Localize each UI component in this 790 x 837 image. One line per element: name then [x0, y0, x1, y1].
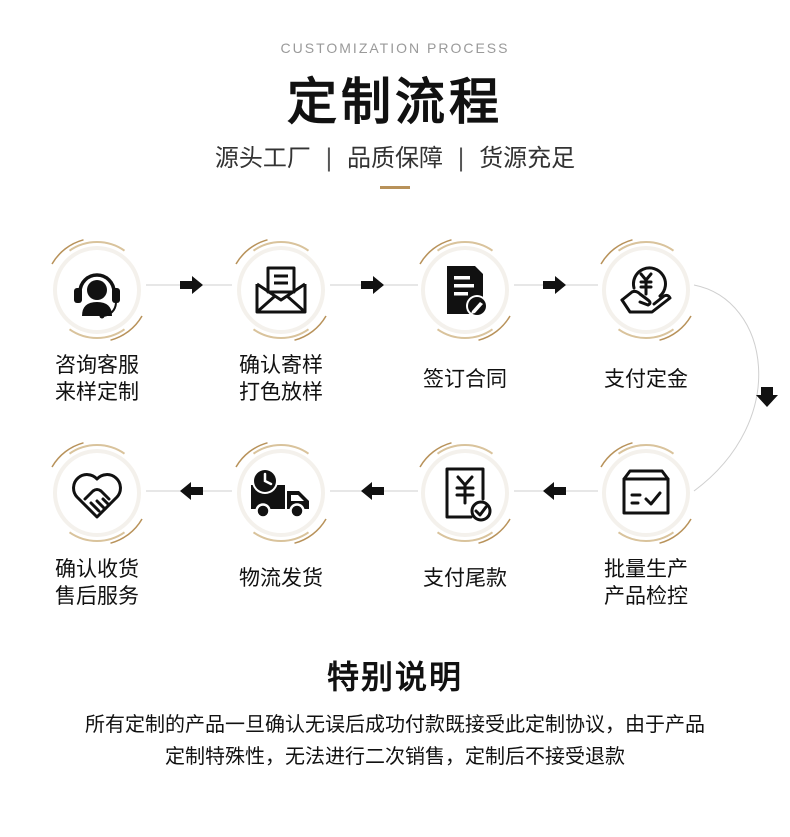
ring-inner — [57, 453, 137, 533]
ring-arc — [436, 531, 494, 542]
tagline-item: 货源充足 — [479, 144, 576, 172]
customer-service-headset-icon — [74, 273, 120, 319]
note-line: 所有定制的产品一旦确认无误后成功付款既接受此定制协议，由于产品 — [85, 712, 705, 736]
step-production: 批量生产 产品检控 — [576, 556, 716, 610]
step-label: 打色放样 — [239, 380, 323, 404]
step-shipping: 物流发货 — [211, 565, 351, 592]
step-label: 产品检控 — [604, 584, 688, 608]
ring-accent-arc — [419, 442, 452, 468]
step-label: 批量生产 — [604, 557, 688, 581]
ring-accent-arc — [294, 315, 327, 341]
ring-accent-arc — [51, 442, 84, 468]
ring-arc — [436, 328, 494, 339]
step-label: 确认收货 — [55, 557, 139, 581]
ring-inner — [606, 453, 686, 533]
arrow-right-icon — [180, 276, 203, 294]
page-title: 定制流程 — [287, 73, 503, 131]
ring-accent-arc — [659, 518, 692, 544]
step-balance: 支付尾款 — [395, 565, 535, 592]
ring-arc — [436, 444, 494, 455]
eyebrow-text: CUSTOMIZATION PROCESS — [280, 40, 510, 56]
ring-arc — [252, 444, 310, 455]
ring-arc — [68, 531, 126, 542]
step-label: 确认寄样 — [239, 353, 323, 377]
ring-accent-arc — [478, 518, 511, 544]
handshake-heart-icon — [72, 473, 122, 519]
step-label: 签订合同 — [423, 367, 507, 391]
yen-receipt-check-icon — [445, 467, 492, 522]
delivery-truck-icon — [251, 468, 309, 519]
step-contract: 签订合同 — [395, 366, 535, 393]
ring-accent-arc — [659, 315, 692, 341]
step-ring — [51, 442, 143, 544]
step-label: 支付尾款 — [423, 566, 507, 590]
note-title: 特别说明 — [326, 658, 463, 696]
tagline-item: 品质保障 — [347, 144, 443, 172]
step-label: 售后服务 — [55, 584, 139, 608]
contract-document-icon — [447, 266, 488, 317]
step-receipt: 确认收货 售后服务 — [27, 556, 167, 610]
arrow-left-icon — [361, 482, 384, 500]
ring-arc — [252, 328, 310, 339]
ring-accent-arc — [419, 239, 452, 265]
ring-arc — [252, 241, 310, 252]
step-sample: 确认寄样 打色放样 — [211, 352, 351, 406]
ring-accent-arc — [235, 442, 268, 468]
step-deposit: 支付定金 — [576, 366, 716, 393]
tagline: 源头工厂 | 品质保障 | 货源充足 — [0, 138, 790, 173]
ring-accent-arc — [110, 315, 143, 341]
ring-accent-arc — [478, 315, 511, 341]
ring-arc — [617, 328, 675, 339]
step-label: 咨询客服 — [55, 353, 139, 377]
ring-accent-arc — [294, 518, 327, 544]
arrow-right-icon — [543, 276, 566, 294]
arrow-left-icon — [543, 482, 566, 500]
ring-arc — [617, 531, 675, 542]
ring-arc — [436, 241, 494, 252]
step-ring — [600, 442, 692, 544]
step-consult: 咨询客服 来样定制 — [27, 352, 167, 406]
ring-arc — [68, 328, 126, 339]
ring-arc — [68, 241, 126, 252]
connector-curve — [693, 284, 760, 492]
note-body: 所有定制的产品一旦确认无误后成功付款既接受此定制协议，由于产品 定制特殊性，无法… — [20, 708, 770, 772]
accent-divider — [380, 186, 410, 189]
ring-arc — [68, 444, 126, 455]
ring-accent-arc — [600, 239, 633, 265]
box-check-icon — [622, 469, 670, 515]
yen-hand-icon — [620, 266, 672, 314]
tagline-item: 源头工厂 — [214, 144, 311, 172]
arrow-left-icon — [180, 482, 203, 500]
note-line: 定制特殊性，无法进行二次销售，定制后不接受退款 — [165, 744, 625, 768]
ring-accent-arc — [235, 239, 268, 265]
ring-accent-arc — [600, 442, 633, 468]
ring-accent-arc — [51, 239, 84, 265]
envelope-icon — [255, 266, 307, 314]
step-label: 支付定金 — [604, 367, 688, 391]
ring-accent-arc — [110, 518, 143, 544]
arrow-down-icon — [756, 387, 778, 407]
step-label: 物流发货 — [239, 566, 323, 590]
tagline-separator: | — [457, 144, 466, 172]
step-label: 来样定制 — [55, 380, 139, 404]
ring-arc — [617, 241, 675, 252]
tagline-separator: | — [324, 144, 333, 172]
ring-arc — [252, 531, 310, 542]
arrow-right-icon — [361, 276, 384, 294]
ring-arc — [617, 444, 675, 455]
